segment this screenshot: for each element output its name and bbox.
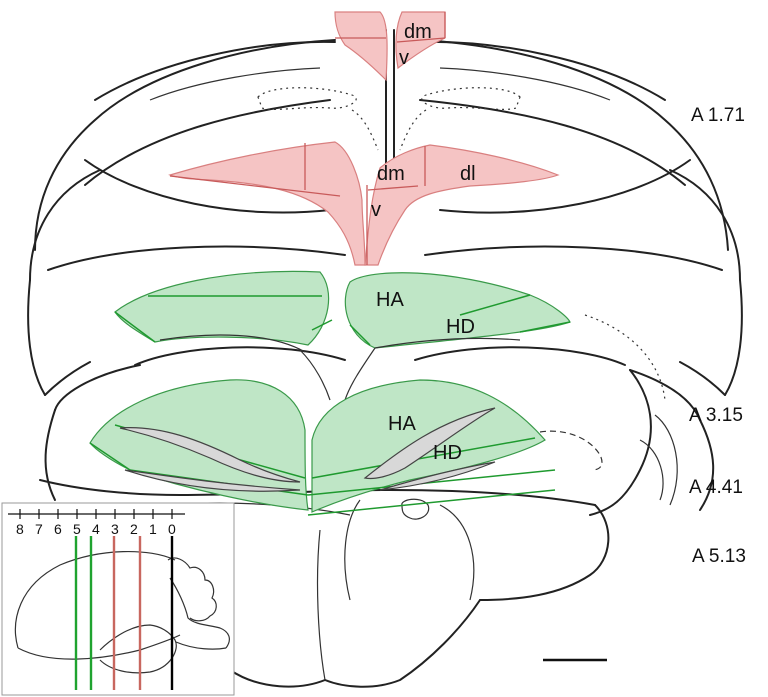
- hyperpallium-green-regions: [89, 270, 571, 516]
- upper-left-green-region: [114, 270, 330, 346]
- label-mid-dl: dl: [460, 163, 476, 185]
- inset-tick-label: 5: [73, 521, 81, 537]
- label-top-dm: dm: [404, 21, 432, 43]
- level-label-a171: A 1.71: [691, 105, 745, 126]
- level-label-a315: A 3.15: [689, 405, 743, 426]
- inset-tick-label: 4: [92, 521, 100, 537]
- dorsal-red-regions: [168, 11, 560, 266]
- mid-right-red-region: [364, 144, 560, 266]
- inset-tick-label: 7: [35, 521, 43, 537]
- label-hd-lower: HD: [433, 442, 462, 464]
- inset-tick-label: 1: [149, 521, 157, 537]
- label-mid-dm: dm: [377, 163, 405, 185]
- label-ha-upper: HA: [376, 289, 404, 311]
- inset-tick-label: 6: [54, 521, 62, 537]
- inset-tick-label: 2: [130, 521, 138, 537]
- label-hd-upper: HD: [446, 316, 475, 338]
- inset-tick-label: 0: [168, 521, 176, 537]
- label-mid-v: v: [371, 199, 381, 221]
- label-top-v: v: [399, 47, 409, 69]
- top-left-red-region: [334, 11, 388, 82]
- inset-tick-label: 8: [16, 521, 24, 537]
- level-label-a441: A 4.41: [689, 477, 743, 498]
- inset-tick-label: 3: [111, 521, 119, 537]
- label-ha-lower: HA: [388, 413, 416, 435]
- level-label-a513: A 5.13: [692, 546, 746, 567]
- region-labels: dm v dm dl v HA HD HA HD: [371, 21, 476, 464]
